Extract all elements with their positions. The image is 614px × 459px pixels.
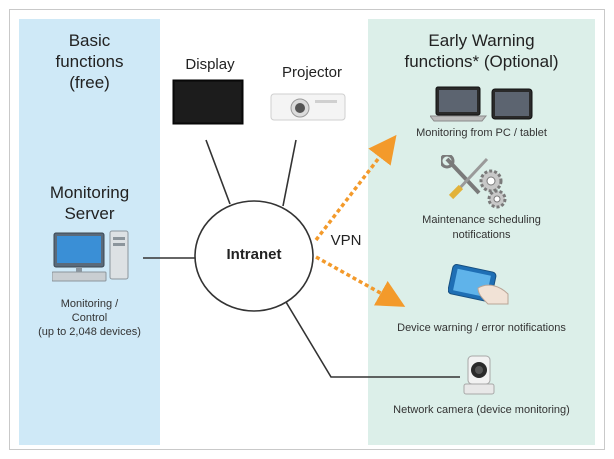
server-label-line1: Monitoring [49, 183, 130, 202]
server-caption-line2: Control [71, 312, 108, 324]
vpn-arrow-upper [314, 134, 397, 242]
item-maintenance-line1: Maintenance scheduling [422, 214, 541, 226]
basic-title-line1: Basic [68, 31, 111, 50]
projector-label: Projector [281, 64, 343, 81]
basic-title-line3: (free) [69, 73, 110, 92]
basic-functions-panel [19, 19, 160, 445]
line-intranet-camera [285, 301, 460, 378]
early-warning-title-line2: functions* (Optional) [404, 52, 559, 71]
item-maintenance-line2: notifications [452, 229, 511, 241]
display-label: Display [185, 56, 235, 73]
item-network-camera: Network camera (device monitoring) [393, 404, 570, 416]
laptop-tablet-icon [430, 86, 533, 122]
network-camera-icon [463, 355, 495, 395]
item-monitoring-pc-tablet: Monitoring from PC / tablet [416, 127, 547, 139]
vpn-label: VPN [330, 232, 362, 249]
line-projector-intranet [282, 139, 297, 207]
server-caption-line3: (up to 2,048 devices) [38, 326, 141, 338]
early-warning-title-line1: Early Warning [428, 31, 535, 50]
projector-icon [270, 93, 346, 121]
line-display-intranet [205, 139, 231, 205]
server-label-line2: Server [64, 204, 115, 223]
monitoring-server-icon [52, 230, 129, 282]
intranet-label: Intranet [226, 246, 282, 263]
server-caption-line1: Monitoring / [60, 298, 119, 310]
vpn-arrow-lower [315, 255, 406, 307]
basic-title-line2: functions [55, 52, 124, 71]
tablet-hand-icon [448, 263, 509, 305]
intranet-hub [194, 200, 314, 312]
tools-gears-icon [441, 155, 507, 209]
item-device-warning: Device warning / error notifications [397, 322, 566, 334]
display-icon [172, 79, 244, 125]
